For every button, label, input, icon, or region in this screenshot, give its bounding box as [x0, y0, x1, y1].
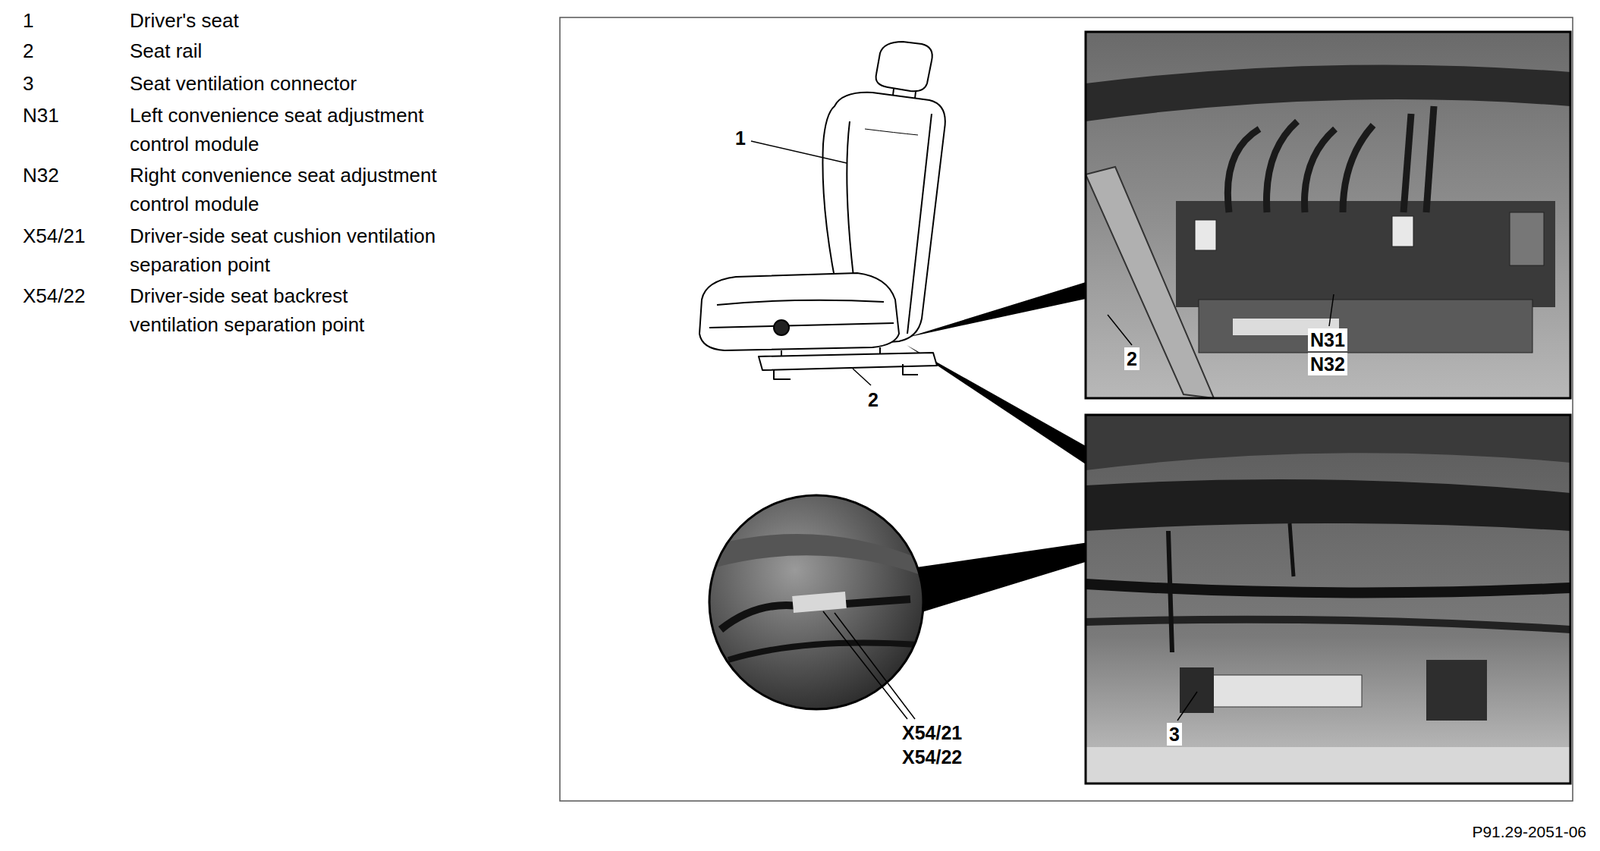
figure-id: P91.29-2051-06: [1471, 822, 1587, 843]
legend-description: Driver-side seat backrest ventilation se…: [129, 281, 434, 340]
legend-description: Driver-side seat cushion ventilation sep…: [129, 221, 487, 280]
legend-description: Seat rail: [129, 36, 202, 66]
callout-number: 2: [865, 388, 881, 412]
legend-key: 3: [22, 69, 34, 98]
legend-description: Left convenience seat adjustment control…: [129, 100, 487, 159]
callout-number: N31: [1307, 328, 1348, 352]
inset-border: [709, 495, 924, 710]
leader-lines: [751, 141, 1334, 721]
callout-number: X54/22: [899, 745, 965, 769]
callout-number: X54/21: [899, 721, 965, 745]
legend-key: 1: [22, 6, 34, 35]
legend-key: N31: [22, 100, 60, 130]
photo-frame: [1085, 31, 1571, 399]
legend-key: X54/22: [22, 281, 85, 311]
legend-key: 2: [22, 36, 34, 66]
photo-module: [1085, 31, 1571, 399]
detail-inset: [709, 495, 926, 710]
legend-key: N32: [22, 160, 60, 190]
legend-description: Right convenience seat adjustment contro…: [129, 160, 487, 219]
callout-number: 1: [732, 126, 749, 150]
zoom-wedge: [906, 282, 1086, 338]
photo-frame: [1085, 414, 1571, 784]
callout-number: N32: [1307, 352, 1348, 376]
legend-description: Driver's seat: [129, 6, 239, 35]
figure-frame: [559, 17, 1573, 802]
seat-drawing: [699, 41, 946, 380]
callout-number: 3: [1166, 722, 1182, 746]
photo-connector: [1085, 414, 1571, 784]
legend-key: X54/21: [22, 221, 85, 251]
legend-description: Seat ventilation connector: [129, 69, 357, 98]
callout-number: 2: [1124, 347, 1140, 371]
